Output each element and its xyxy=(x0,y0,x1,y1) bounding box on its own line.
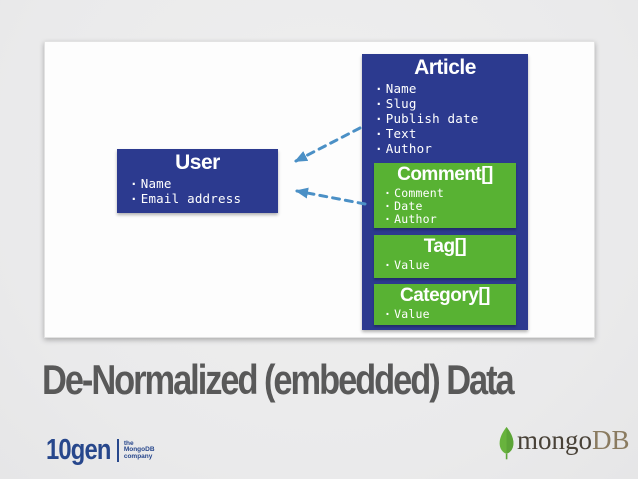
user-field: Name xyxy=(130,176,274,191)
mongodb-leaf-icon xyxy=(499,427,514,460)
tengen-logo: 10gen the MongoDB company xyxy=(46,434,155,467)
category-entity-title: Category[] xyxy=(399,285,491,306)
tengen-tagline-line: the xyxy=(123,439,134,447)
user-field: Email address xyxy=(130,191,274,206)
category-embedded-entity: Category[] Value xyxy=(374,284,516,325)
article-field: Slug xyxy=(375,96,524,111)
tag-field: Value xyxy=(384,259,514,272)
tengen-wordmark: 10gen xyxy=(46,434,111,466)
comment-entity-fields: Comment Date Author xyxy=(374,185,516,226)
diagram-canvas: User Name Email address Article Name Slu… xyxy=(44,41,595,338)
article-field: Text xyxy=(375,126,524,141)
category-entity-fields: Value xyxy=(374,306,516,321)
article-field: Name xyxy=(375,81,524,96)
article-field: Author xyxy=(375,141,524,156)
tengen-tagline-line: MongoDB xyxy=(123,446,155,454)
mongodb-wordmark-db: DB xyxy=(592,425,630,455)
article-entity-fields: Name Slug Publish date Text Author xyxy=(362,79,528,156)
comment-field: Date xyxy=(384,200,514,213)
user-entity-title: User xyxy=(175,151,220,174)
article-field: Publish date xyxy=(375,111,524,126)
mongodb-wordmark-mongo: mongo xyxy=(517,425,593,455)
mongodb-logo: mongoDB xyxy=(499,425,630,460)
user-entity-fields: Name Email address xyxy=(117,174,278,206)
tengen-logo-divider xyxy=(116,439,119,462)
tengen-tagline: the MongoDB company xyxy=(123,439,155,461)
category-field: Value xyxy=(384,308,514,321)
article-entity: Article Name Slug Publish date Text Auth… xyxy=(362,54,528,330)
tag-entity-title: Tag[] xyxy=(423,236,467,257)
tengen-tagline-line: company xyxy=(123,452,153,460)
comment-entity-title: Comment[] xyxy=(397,164,493,185)
slide-title: De-Normalized (embedded) Data xyxy=(42,356,515,403)
tag-embedded-entity: Tag[] Value xyxy=(374,235,516,278)
comment-embedded-entity: Comment[] Comment Date Author xyxy=(374,163,516,228)
user-entity: User Name Email address xyxy=(117,149,278,213)
article-entity-title: Article xyxy=(414,56,476,79)
comment-field: Comment xyxy=(384,187,514,200)
tag-entity-fields: Value xyxy=(374,257,516,272)
comment-field: Author xyxy=(384,213,514,226)
